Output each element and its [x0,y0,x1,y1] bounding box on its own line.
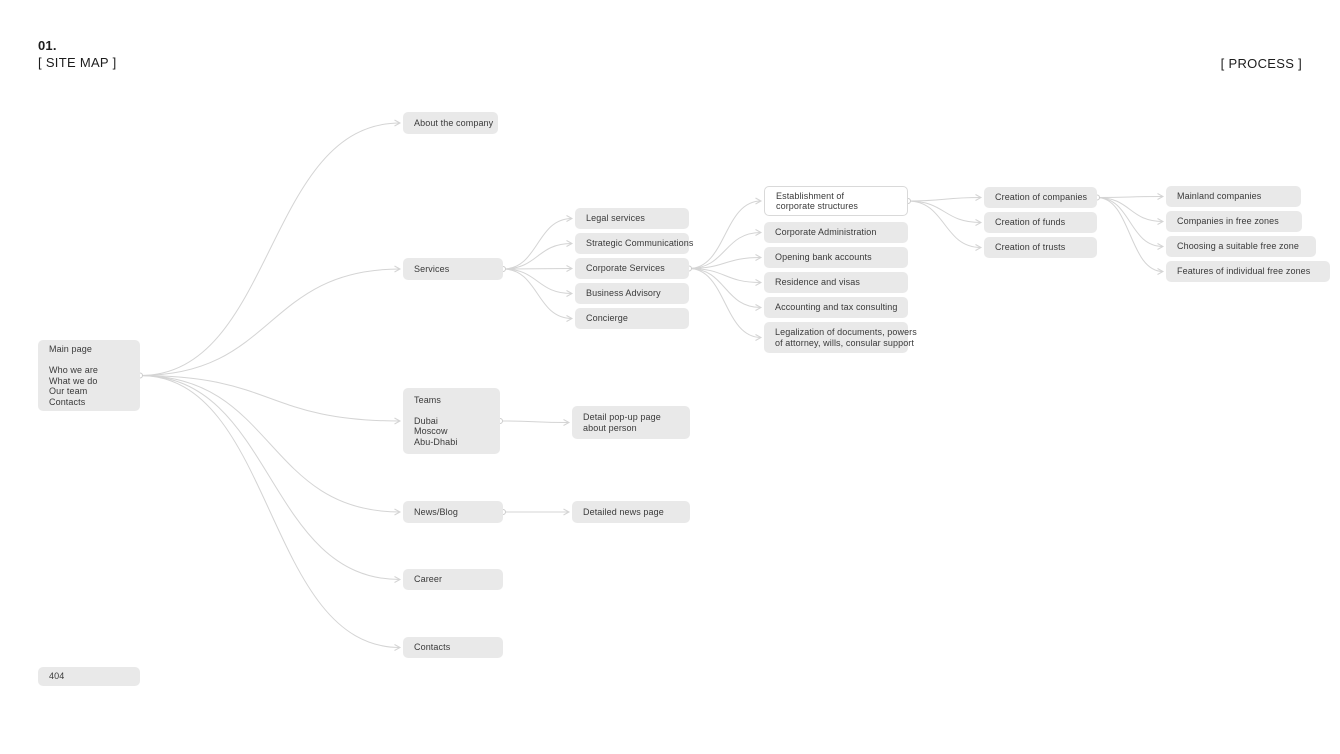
node-label-line: About the company [414,117,494,128]
sitemap-node-creation-of-companies[interactable]: Creation of companies [984,187,1097,208]
sitemap-node-career[interactable]: Career [403,569,503,590]
node-label-line: Legal services [586,213,645,224]
page-header: 01. [ SITE MAP ] [38,38,117,72]
node-label-line: Creation of funds [995,217,1066,228]
edge-corporate-services-to-opening-bank-accounts [688,254,763,269]
node-label-line [49,355,129,366]
sitemap-node-about-the-company[interactable]: About the company [403,112,498,134]
edge-main-page-to-services [139,265,402,376]
node-label-line: about person [583,422,637,433]
node-label-line: Main page [49,344,92,354]
node-label-line: Creation of trusts [995,242,1066,253]
node-label-line: Detailed news page [583,506,664,517]
node-label-line: Contacts [414,642,451,653]
edge-main-page-to-about-the-company [139,119,402,376]
node-label-line: News/Blog [414,506,458,517]
sitemap-node-legal-services[interactable]: Legal services [575,208,689,229]
node-label-line: Detail pop-up page [583,412,661,422]
edge-establishment-corporate-structures-to-creation-of-funds [907,200,983,226]
node-label-line: Career [414,574,443,585]
sitemap-node-corporate-services[interactable]: Corporate Services [575,258,689,279]
node-label-line: Moscow [414,426,448,437]
edge-corporate-services-to-establishment-corporate-structures [688,197,763,269]
node-label-line: Opening bank accounts [775,252,872,263]
sitemap-node-detailed-news-page[interactable]: Detailed news page [572,501,690,523]
node-label-line: Establishment of [776,190,845,201]
node-label-line: Residence and visas [775,277,860,288]
edge-establishment-corporate-structures-to-creation-of-trusts [907,200,983,251]
sitemap-node-contacts-page[interactable]: Contacts [403,637,503,658]
sitemap-node-corporate-administration[interactable]: Corporate Administration [764,222,908,243]
node-label-line: Features of individual free zones [1177,266,1311,277]
sitemap-node-strategic-communications[interactable]: Strategic Communications [575,233,694,254]
node-label-line: Corporate Administration [775,227,877,238]
sitemap-node-services[interactable]: Services [403,258,503,280]
sitemap-node-accounting-tax-consulting[interactable]: Accounting and tax consulting [764,297,908,318]
edge-corporate-services-to-legalization-documents [688,268,763,341]
edge-services-to-business-advisory [502,268,574,297]
node-label-line: Dubai [414,415,439,426]
sitemap-node-creation-of-trusts[interactable]: Creation of trusts [984,237,1097,258]
edge-creation-of-companies-to-companies-in-free-zones [1096,197,1165,225]
sitemap-node-page-404[interactable]: 404 [38,667,140,686]
sitemap-node-mainland-companies[interactable]: Mainland companies [1166,186,1301,207]
sitemap-node-choosing-suitable-free-zone[interactable]: Choosing a suitable free zone [1166,236,1316,257]
node-label-line: Services [414,263,450,274]
node-label-line: Choosing a suitable free zone [1177,241,1299,252]
sitemap-node-companies-in-free-zones[interactable]: Companies in free zones [1166,211,1302,232]
section-number: 01. [38,38,57,53]
edge-creation-of-companies-to-choosing-suitable-free-zone [1096,197,1165,250]
node-label-line: Teams [414,394,442,405]
edge-main-page-to-contacts-page [139,375,402,651]
node-label-line: Our team [49,386,88,396]
edge-main-page-to-news-blog [139,375,402,516]
edge-corporate-services-to-residence-and-visas [688,268,763,286]
node-label-line: Legalization of documents, powers [775,327,917,337]
node-label-line [414,405,489,416]
node-label-line: Corporate Services [586,263,665,274]
edge-main-page-to-teams [139,375,402,425]
edge-teams-to-detail-popup-person [499,419,571,426]
node-label-line: Strategic Communications [586,238,694,249]
edge-corporate-services-to-corporate-administration [688,229,763,269]
node-label-line: Companies in free zones [1177,216,1279,227]
node-label-line: 404 [49,671,65,682]
edge-corporate-services-to-accounting-tax-consulting [688,268,763,311]
edge-main-page-to-career [139,375,402,583]
process-label: [ PROCESS ] [1220,56,1302,71]
site-map-label: [ SITE MAP ] [38,55,117,70]
edge-establishment-corporate-structures-to-creation-of-companies [907,194,983,202]
edge-services-to-strategic-communications [502,240,574,270]
node-label-line: Who we are [49,365,99,375]
node-label-line: Creation of companies [995,192,1088,203]
sitemap-node-business-advisory[interactable]: Business Advisory [575,283,689,304]
sitemap-node-news-blog[interactable]: News/Blog [403,501,503,523]
sitemap-node-opening-bank-accounts[interactable]: Opening bank accounts [764,247,908,268]
edge-creation-of-companies-to-features-individual-free-zones [1096,197,1165,275]
sitemap-node-concierge[interactable]: Concierge [575,308,689,329]
sitemap-node-residence-and-visas[interactable]: Residence and visas [764,272,908,293]
edge-creation-of-companies-to-mainland-companies [1096,193,1165,200]
sitemap-node-features-individual-free-zones[interactable]: Features of individual free zones [1166,261,1330,282]
node-label-line: Mainland companies [1177,191,1262,202]
node-label-line: Abu-Dhabi [414,436,458,447]
edge-services-to-concierge [502,268,574,322]
edge-services-to-legal-services [502,215,574,270]
sitemap-node-creation-of-funds[interactable]: Creation of funds [984,212,1097,233]
node-label-line: corporate structures [776,201,859,211]
node-label-line: Accounting and tax consulting [775,302,898,313]
node-label-line: Business Advisory [586,288,661,299]
node-label-line: What we do [49,375,98,386]
edge-services-to-corporate-services [502,265,574,272]
node-label-line: Contacts [49,396,86,407]
node-label-line: Concierge [586,313,628,324]
node-label-line: of attorney, wills, consular support [775,337,914,348]
